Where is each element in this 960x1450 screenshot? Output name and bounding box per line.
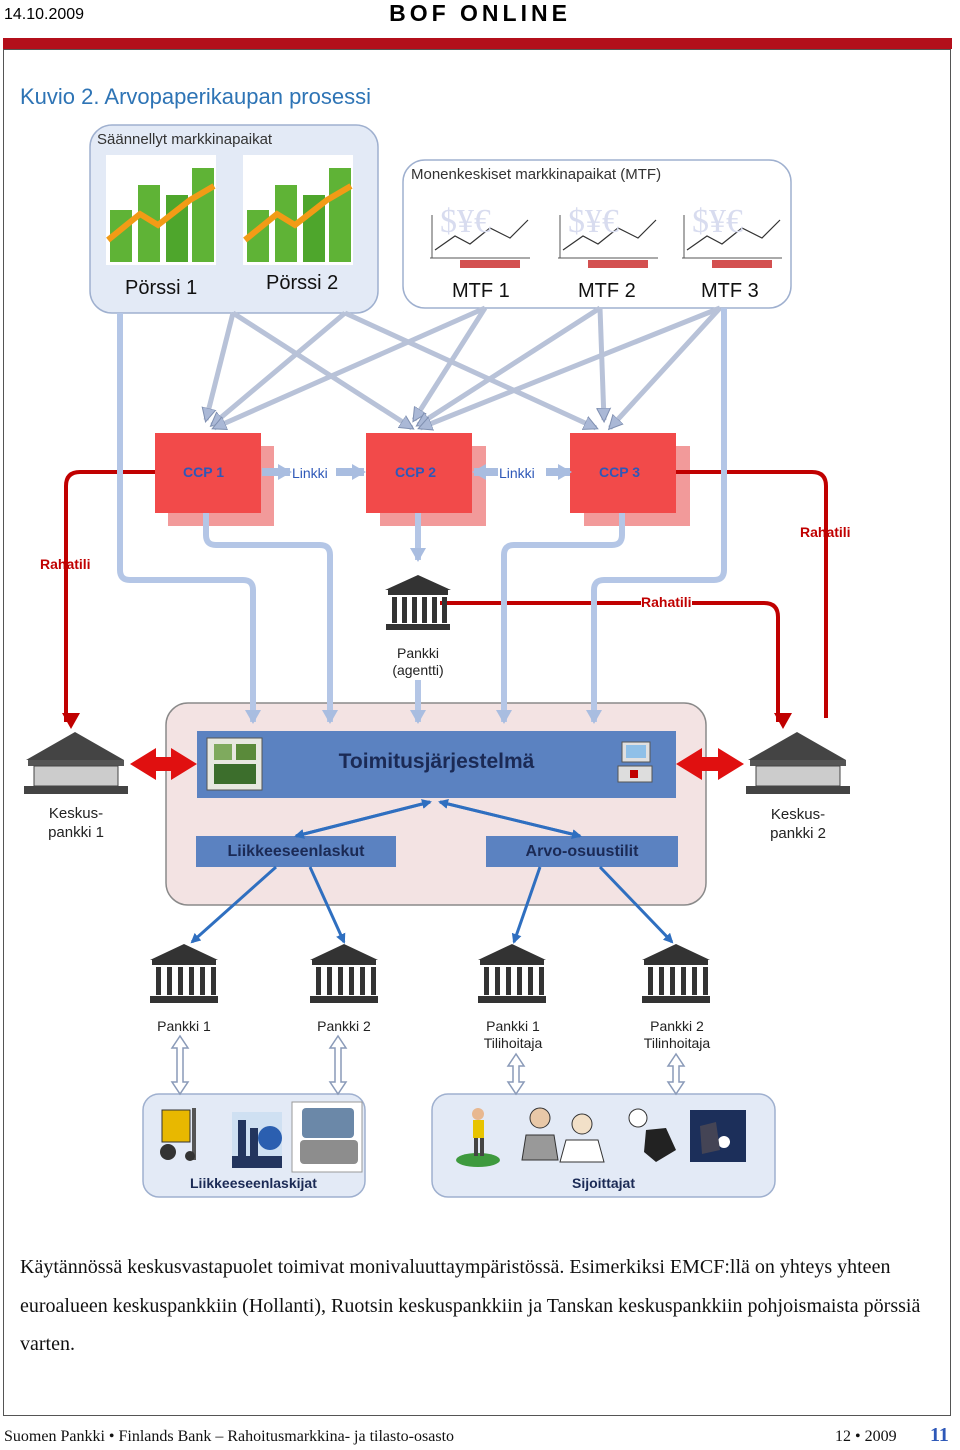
mtf-2-chart-icon	[558, 215, 658, 268]
bank-2-building-icon	[310, 944, 378, 1003]
footer-left: Suomen Pankki • Finlands Bank – Rahoitus…	[4, 1428, 455, 1445]
central-bank-2-label: Keskus- pankki 2	[758, 805, 838, 843]
link-label-2: Linkki	[499, 465, 535, 481]
link-label-1: Linkki	[292, 465, 328, 481]
exchange-1-chart-icon	[106, 155, 216, 265]
header-title: BOF ONLINE	[389, 0, 571, 26]
mtf-3-chart-icon	[682, 215, 782, 268]
mtf-1-chart-icon	[430, 215, 530, 268]
mtf-markets-label: Monenkeskiset markkinapaikat (MTF)	[411, 166, 662, 183]
central-bank-1-building-icon	[24, 732, 128, 794]
bank-1-line-1: Pankki 1	[157, 1018, 211, 1034]
mtf-1-currency-symbols: $¥€	[440, 203, 491, 240]
exchange-2-chart-icon	[243, 155, 353, 265]
investors-label: Sijoittajat	[572, 1175, 636, 1191]
clearing-accounts-box	[196, 836, 396, 867]
custodian-1-building-icon	[478, 944, 546, 1003]
settlement-system-label: Toimitusjärjestelmä	[338, 750, 535, 773]
central-bank-1-line-2: pankki 1	[48, 824, 104, 841]
settlement-system-bar	[197, 731, 676, 798]
internal-arrows	[294, 799, 582, 839]
business-people-icon	[521, 1107, 605, 1163]
central-bank-1-line-1: Keskus-	[48, 805, 104, 822]
welder-icon	[690, 1110, 746, 1162]
customer-double-arrows	[170, 1034, 686, 1096]
bank-arrows	[190, 865, 674, 944]
central-bank-1-double-arrow	[130, 748, 197, 780]
mtf-1-label: MTF 1	[452, 280, 510, 302]
central-bank-1-label: Keskus- pankki 1	[36, 804, 116, 842]
clearing-accounts-label: Liikkeeseenlaskut	[227, 843, 365, 860]
central-bank-2-line-2: pankki 2	[770, 825, 826, 842]
computer-icon-left	[206, 737, 263, 791]
agent-bank-line-2: (agentti)	[392, 662, 444, 678]
custodian-2-line-1: Pankki 2	[650, 1018, 704, 1034]
bank-1-label: Pankki 1	[144, 1018, 224, 1035]
mobile-device-icon	[291, 1101, 363, 1173]
lightbulb-thinker-icon	[628, 1108, 676, 1162]
bank-2-line-1: Pankki 2	[317, 1018, 371, 1034]
securities-accounts-label: Arvo-osuustilit	[525, 843, 639, 860]
forklift-icon	[160, 1108, 196, 1161]
settlement-feed-lines	[117, 308, 727, 724]
footer-issue: 12 • 2009	[835, 1428, 897, 1445]
exchange-1-label: Pörssi 1	[125, 277, 198, 299]
custodian-2-label: Pankki 2 Tilinhoitaja	[631, 1018, 723, 1052]
ccp-2-box	[366, 433, 486, 526]
cash-account-lines	[62, 470, 828, 729]
computer-icon-right	[617, 741, 653, 783]
market-to-ccp-arrows	[206, 305, 722, 428]
mtf-2-label: MTF 2	[578, 280, 636, 302]
central-bank-2-line-1: Keskus-	[770, 806, 826, 823]
content-frame	[3, 49, 951, 1416]
ccp-2-label: CCP 2	[395, 464, 436, 480]
custodian-2-line-2: Tilinhoitaja	[643, 1035, 711, 1051]
regulated-markets-label: Säännellyt markkinapaikat	[97, 131, 273, 148]
cash-account-label-left: Rahatili	[40, 556, 91, 572]
custodian-1-line-2: Tilihoitaja	[483, 1035, 543, 1051]
agent-bank-label: Pankki (agentti)	[378, 645, 458, 679]
ccp-1-label: CCP 1	[183, 464, 224, 480]
cash-account-label-right: Rahatili	[800, 524, 851, 540]
page-number: 11	[930, 1424, 949, 1446]
exchange-2-label: Pörssi 2	[266, 272, 339, 294]
mtf-3-label: MTF 3	[701, 280, 759, 302]
bank-1-building-icon	[150, 944, 218, 1003]
agent-bank-line-1: Pankki	[396, 645, 440, 661]
custodian-1-label: Pankki 1 Tilihoitaja	[468, 1018, 558, 1052]
header-bar	[3, 38, 952, 49]
ccp-3-label: CCP 3	[599, 464, 640, 480]
mtf-3-currency-symbols: $¥€	[692, 203, 743, 240]
securities-accounts-box	[486, 836, 678, 867]
figure-title: Kuvio 2. Arvopaperikaupan prosessi	[20, 84, 371, 109]
ccp-3-box	[570, 433, 690, 526]
ccp-1-box	[155, 433, 274, 526]
investors-box	[431, 1093, 776, 1198]
issuers-label: Liikkeeseenlaskijat	[190, 1175, 317, 1191]
body-paragraph: Käytännössä keskusvastapuolet toimivat m…	[20, 1256, 921, 1355]
golfer-icon	[456, 1108, 500, 1167]
custodian-1-line-1: Pankki 1	[486, 1018, 540, 1034]
cash-account-label-agent: Rahatili	[641, 594, 692, 610]
central-bank-2-double-arrow	[676, 748, 744, 780]
factory-globe-icon	[232, 1112, 282, 1168]
header-date: 14.10.2009	[4, 6, 85, 23]
custodian-2-building-icon	[642, 944, 710, 1003]
mtf-2-currency-symbols: $¥€	[568, 203, 619, 240]
central-bank-2-building-icon	[746, 732, 850, 794]
agent-bank-building-icon	[385, 575, 451, 630]
bank-2-label: Pankki 2	[304, 1018, 384, 1035]
